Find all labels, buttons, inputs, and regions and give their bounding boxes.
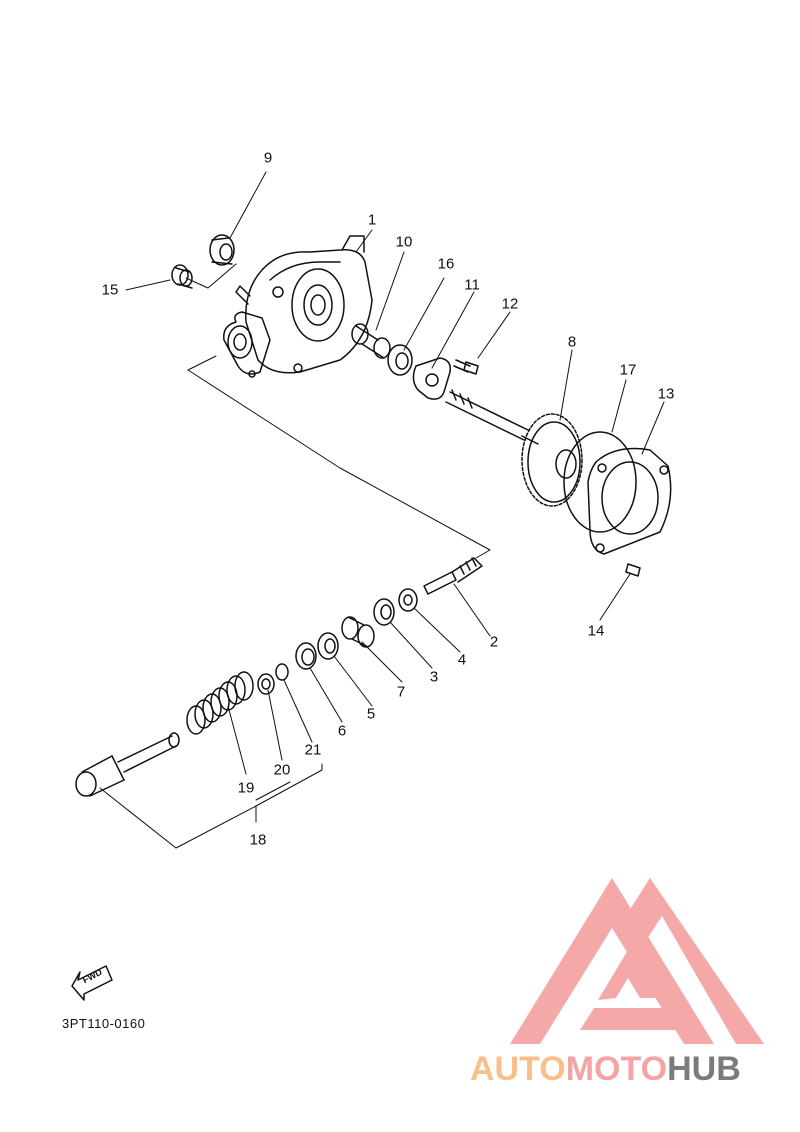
callout-10: 10 xyxy=(395,233,413,251)
oil-seal-part-6 xyxy=(295,642,317,670)
callout-12: 12 xyxy=(501,295,519,313)
cover-part-13 xyxy=(587,447,672,555)
automotohub-logo-icon xyxy=(510,878,764,1044)
callout-4: 4 xyxy=(457,651,467,669)
callout-16: 16 xyxy=(437,255,455,273)
callout-13: 13 xyxy=(657,385,675,403)
bearing-part-5 xyxy=(317,632,339,660)
callout-8: 8 xyxy=(567,333,577,351)
callout-1: 1 xyxy=(367,211,377,229)
callout-5: 5 xyxy=(366,705,376,723)
callout-14: 14 xyxy=(587,622,605,640)
gear-shaft-part-8 xyxy=(445,389,583,507)
circlip-part-21 xyxy=(275,663,289,681)
bearing-part-3 xyxy=(373,598,395,626)
callout-3: 3 xyxy=(429,668,439,686)
drawing-code: 3PT110-0160 xyxy=(62,1016,146,1031)
callout-2: 2 xyxy=(489,633,499,651)
bushing-part-15 xyxy=(171,264,193,289)
shaft-assembly-part-18 xyxy=(75,732,180,797)
plate-part-11 xyxy=(412,357,452,400)
callout-20: 20 xyxy=(273,761,291,779)
bolt-part-12 xyxy=(453,359,479,375)
fwd-arrow-icon xyxy=(71,965,113,1001)
watermark-part-hub: HUB xyxy=(667,1050,741,1088)
callout-18: 18 xyxy=(249,831,267,849)
callout-17: 17 xyxy=(619,361,637,379)
callout-15: 15 xyxy=(101,281,119,299)
callout-21: 21 xyxy=(304,741,322,759)
bearing-part-9 xyxy=(209,234,235,266)
leader-lines xyxy=(99,171,665,849)
sleeve-part-7 xyxy=(341,616,375,648)
gear-housing-part xyxy=(223,235,373,378)
callout-11: 11 xyxy=(464,276,480,294)
screw-part-14 xyxy=(625,563,641,577)
spring-part-19 xyxy=(186,671,254,735)
washer-part-20 xyxy=(257,673,275,695)
washer-part-4 xyxy=(398,588,418,612)
pinion-shaft-part-2 xyxy=(423,557,483,595)
gasket-part-17 xyxy=(563,431,637,533)
watermark-text: AUTOMOTOHUB xyxy=(470,1050,741,1089)
callout-19: 19 xyxy=(237,779,255,797)
callout-9: 9 xyxy=(263,149,273,167)
watermark-part-auto: AUTO xyxy=(470,1050,566,1088)
callout-7: 7 xyxy=(396,683,406,701)
oil-seal-part-16 xyxy=(387,344,413,376)
collar-part-10 xyxy=(351,323,391,359)
callout-6: 6 xyxy=(337,722,347,740)
watermark-part-moto: MOTO xyxy=(565,1050,668,1088)
